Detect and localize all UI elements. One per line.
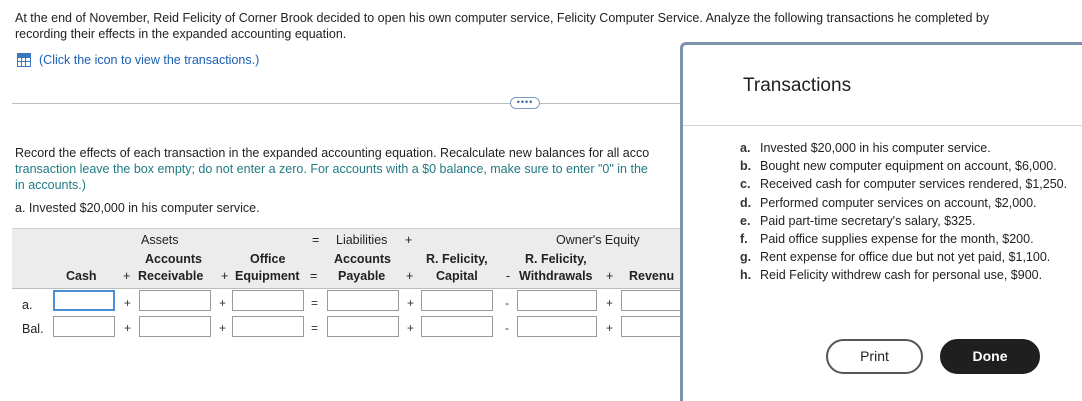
op-a-5: - (505, 296, 509, 310)
input-a-accounts-payable[interactable] (327, 290, 399, 311)
header-plus: + (405, 233, 413, 247)
op-bal-3: = (311, 321, 319, 335)
instructions-line-2: transaction leave the box empty; do not … (15, 162, 648, 176)
list-item: c.Received cash for computer services re… (740, 177, 1068, 192)
intro-line-2: recording their effects in the expanded … (15, 27, 347, 41)
col-ar-line1: Accounts (145, 252, 202, 266)
op-bal-4: + (407, 321, 415, 335)
list-item: e.Paid part-time secretary's salary, $32… (740, 213, 976, 228)
col-equals: = (310, 269, 318, 283)
op-a-6: + (606, 296, 614, 310)
input-a-withdrawals[interactable] (517, 290, 597, 311)
header-owners-equity: Owner's Equity (556, 233, 640, 247)
equation-header (12, 228, 680, 288)
view-transactions-label[interactable]: (Click the icon to view the transactions… (39, 53, 260, 67)
list-item: d.Performed computer services on account… (740, 195, 1037, 210)
view-transactions-link[interactable]: (Click the icon to view the transactions… (17, 53, 259, 67)
op-bal-1: + (124, 321, 132, 335)
col-plus-d: + (606, 269, 614, 283)
header-liabilities: Liabilities (336, 233, 388, 247)
done-button[interactable]: Done (940, 339, 1040, 374)
op-a-2: + (219, 296, 227, 310)
expand-ellipsis-button[interactable]: •••• (510, 97, 540, 109)
col-ap-line1: Accounts (334, 252, 391, 266)
section-divider (12, 103, 680, 104)
op-bal-2: + (219, 321, 227, 335)
input-a-capital[interactable] (421, 290, 493, 311)
current-question: a. Invested $20,000 in his computer serv… (15, 201, 260, 215)
col-capital-line1: R. Felicity, (426, 252, 488, 266)
col-ap-line2: Payable (338, 269, 386, 283)
col-plus-a: + (123, 269, 131, 283)
input-bal-capital[interactable] (421, 316, 493, 337)
input-a-revenue[interactable] (621, 290, 683, 311)
header-bottom-line (12, 288, 680, 289)
input-bal-accounts-payable[interactable] (327, 316, 399, 337)
print-button[interactable]: Print (826, 339, 923, 374)
col-withdrawals-line1: R. Felicity, (525, 252, 587, 266)
dialog-title: Transactions (743, 75, 852, 96)
intro-line-1: At the end of November, Reid Felicity of… (15, 11, 990, 25)
instructions: Record the effects of each transaction i… (15, 145, 695, 193)
dialog-title-divider (683, 125, 1082, 126)
list-item: f.Paid office supplies expense for the m… (740, 232, 1034, 247)
col-plus-b: + (221, 269, 229, 283)
op-bal-5: - (505, 321, 509, 335)
instructions-line-3: in accounts.) (15, 178, 86, 192)
input-bal-accounts-receivable[interactable] (139, 316, 211, 337)
input-bal-revenue[interactable] (621, 316, 683, 337)
op-bal-6: + (606, 321, 614, 335)
col-minus: - (506, 269, 511, 283)
op-a-1: + (124, 296, 132, 310)
row-label-bal: Bal. (22, 322, 44, 336)
header-equals: = (312, 233, 320, 247)
col-oe-line2: Equipment (235, 269, 300, 283)
op-a-3: = (311, 296, 319, 310)
col-capital-line2: Capital (436, 269, 478, 283)
input-a-accounts-receivable[interactable] (139, 290, 211, 311)
col-oe-line1: Office (250, 252, 286, 266)
op-a-4: + (407, 296, 415, 310)
input-bal-office-equipment[interactable] (232, 316, 304, 337)
col-revenue: Revenu (629, 269, 675, 283)
table-icon[interactable] (17, 53, 31, 67)
transactions-dialog: Transactions a.Invested $20,000 in his c… (680, 42, 1082, 401)
instructions-line-1: Record the effects of each transaction i… (15, 146, 650, 160)
list-item: g.Rent expense for office due but not ye… (740, 250, 1051, 265)
col-withdrawals-line2: Withdrawals (519, 269, 593, 283)
row-label-a: a. (22, 298, 33, 312)
list-item: b.Bought new computer equipment on accou… (740, 159, 1057, 174)
col-cash: Cash (66, 269, 97, 283)
col-plus-c: + (406, 269, 414, 283)
problem-intro: At the end of November, Reid Felicity of… (15, 10, 1065, 42)
input-a-cash[interactable] (53, 290, 115, 311)
input-bal-cash[interactable] (53, 316, 115, 337)
list-item: a.Invested $20,000 in his computer servi… (740, 141, 991, 155)
transactions-list: a.Invested $20,000 in his computer servi… (740, 139, 1082, 285)
input-a-office-equipment[interactable] (232, 290, 304, 311)
list-item: h.Reid Felicity withdrew cash for person… (740, 268, 1043, 283)
col-ar-line2: Receivable (138, 269, 204, 283)
header-assets: Assets (141, 233, 179, 247)
input-bal-withdrawals[interactable] (517, 316, 597, 337)
